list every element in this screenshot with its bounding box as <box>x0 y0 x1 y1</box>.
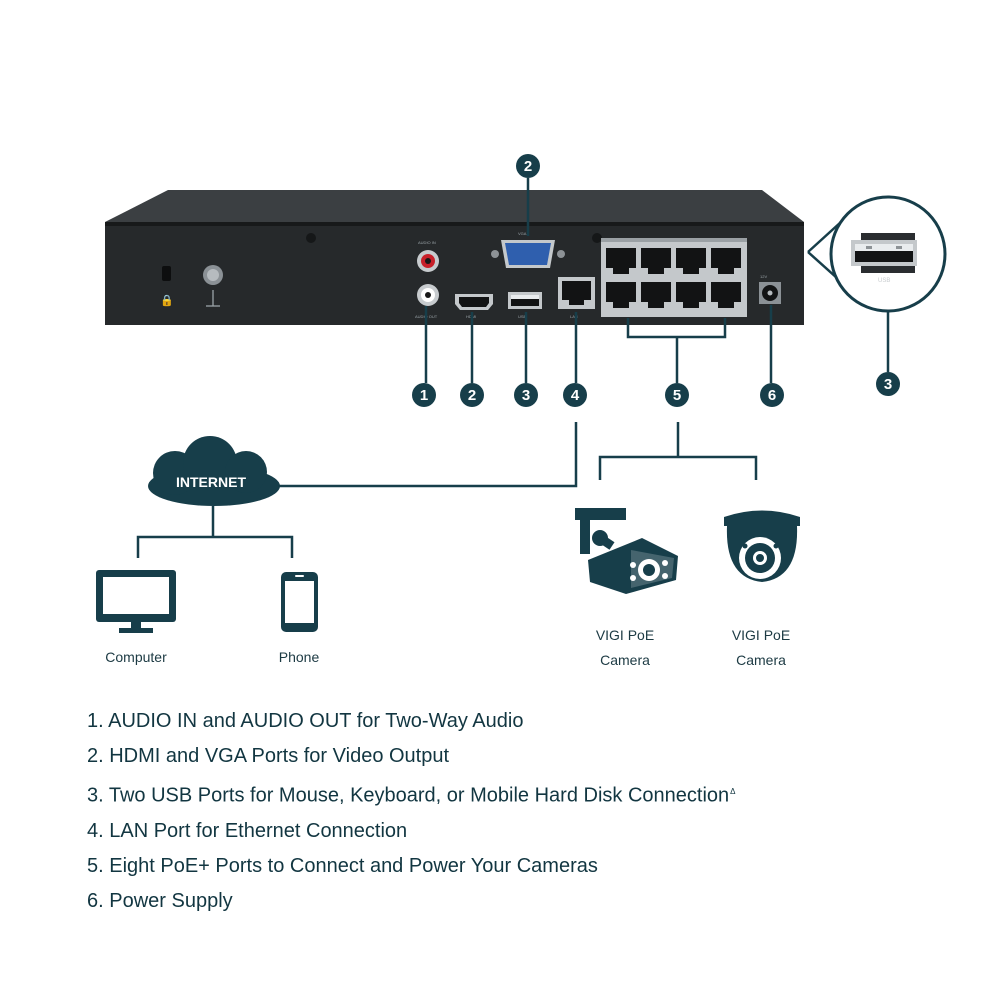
computer-monitor-icon <box>96 570 176 633</box>
smartphone-icon <box>281 572 318 632</box>
poe-port-icon <box>711 248 741 274</box>
callout-badge-3: 3 <box>514 383 538 407</box>
callout-badge-1: 1 <box>412 383 436 407</box>
kensington-lock-slot-icon <box>162 266 171 281</box>
bullet-camera-icon <box>575 508 678 594</box>
port-legend: 1. AUDIO IN and AUDIO OUT for Two-Way Au… <box>87 704 735 919</box>
usb-port <box>508 292 542 309</box>
svg-text:3: 3 <box>522 387 530 404</box>
callout-badge-2: 2 <box>460 383 484 407</box>
phone-label: Phone <box>279 649 320 665</box>
poe-port-icon <box>606 282 636 308</box>
svg-text:2: 2 <box>524 158 532 175</box>
svg-text:1: 1 <box>420 387 428 404</box>
poe-port-icon <box>676 248 706 274</box>
audio-out-port <box>417 284 439 306</box>
legend-item: 5. Eight PoE+ Ports to Connect and Power… <box>87 854 598 877</box>
bullet-camera-label-line1: VIGI PoE <box>596 627 654 643</box>
computer-label: Computer <box>105 649 167 665</box>
callout-badge-2-top: 2 <box>516 154 540 178</box>
footnote-mark: Δ <box>730 787 736 796</box>
screw-hole-icon <box>592 233 602 243</box>
nvr-device: 🔒 AUDIO IN AUDIO OUT VGA <box>105 190 804 325</box>
hdmi-port <box>455 294 493 310</box>
internet-label: INTERNET <box>176 474 246 490</box>
bullet-camera-label-line2: Camera <box>600 652 650 668</box>
svg-text:3: 3 <box>884 376 892 393</box>
network-connections <box>136 422 758 558</box>
audio-in-port <box>417 250 439 272</box>
callout-badge-3-zoom: 3 <box>876 372 900 396</box>
device-top-surface <box>105 190 804 222</box>
svg-text:6: 6 <box>768 387 776 404</box>
lan-label: LAN <box>570 314 578 319</box>
legend-item: 4. LAN Port for Ethernet Connection <box>87 819 408 842</box>
power-label: 12V <box>760 274 767 279</box>
poe-port-icon <box>641 248 671 274</box>
legend-item: 6. Power Supply <box>87 889 233 912</box>
usb-zoom-detail: USB <box>829 195 947 313</box>
poe-port-icon <box>711 282 741 308</box>
legend-item: 1. AUDIO IN and AUDIO OUT for Two-Way Au… <box>87 710 524 732</box>
poe-port-icon <box>606 248 636 274</box>
legend-item: 3. Two USB Ports for Mouse, Keyboard, or… <box>87 784 736 807</box>
callout-badge-5: 5 <box>665 383 689 407</box>
audio-in-label: AUDIO IN <box>418 240 436 245</box>
poe-port-block <box>601 238 747 317</box>
ground-screw-icon <box>203 265 223 307</box>
poe-port-icon <box>641 282 671 308</box>
turret-camera-label-line1: VIGI PoE <box>732 627 790 643</box>
vga-port <box>491 240 565 268</box>
svg-text:4: 4 <box>571 387 580 404</box>
poe-port-icon <box>676 282 706 308</box>
internet-cloud-icon <box>148 436 280 506</box>
usb-label: USB <box>518 314 527 319</box>
svg-text:2: 2 <box>468 387 476 404</box>
power-jack <box>759 282 781 304</box>
callout-badge-4: 4 <box>563 383 587 407</box>
turret-camera-icon <box>724 510 800 582</box>
lan-port <box>558 277 595 309</box>
vga-label: VGA <box>518 231 527 236</box>
svg-text:5: 5 <box>673 387 681 404</box>
legend-item: 2. HDMI and VGA Ports for Video Output <box>87 745 450 767</box>
zoom-usb-label: USB <box>878 278 890 284</box>
turret-camera-label-line2: Camera <box>736 652 786 668</box>
lock-icon: 🔒 <box>160 294 174 307</box>
callout-badge-6: 6 <box>760 383 784 407</box>
screw-hole-icon <box>306 233 316 243</box>
